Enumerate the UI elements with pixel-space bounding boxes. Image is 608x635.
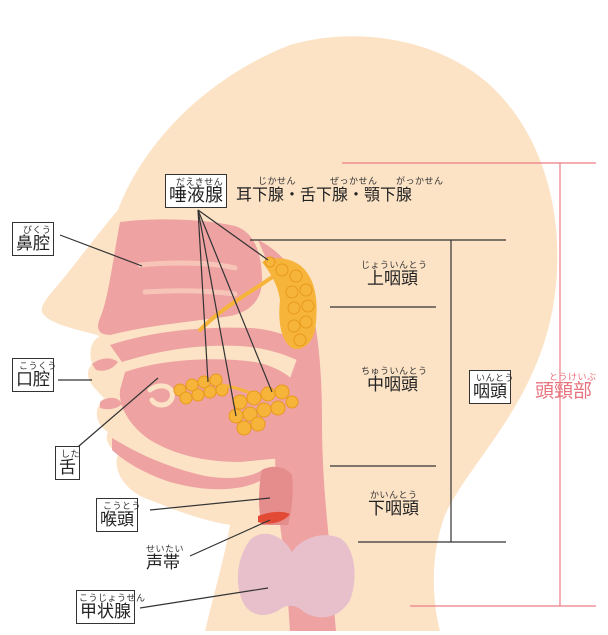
label-pharynx: いんとう 咽頭 <box>469 370 511 404</box>
label-hypopharynx: かいんとう 下咽頭 <box>366 488 419 519</box>
ruby-epipharynx: じょういんとう <box>361 258 428 271</box>
label-mesopharynx: ちゅういんとう 中咽頭 <box>361 364 418 395</box>
text-larynx: 喉頭 <box>100 510 134 530</box>
text-vocal: 声帯 <box>146 553 180 573</box>
text-mesopharynx: 中咽頭 <box>361 375 418 395</box>
text-oral: 口腔 <box>16 370 50 390</box>
ruby-parotid: じかせん <box>258 174 296 187</box>
label-thyroid: こうじょうせん 甲状腺 <box>76 590 135 624</box>
text-epipharynx: 上咽頭 <box>361 269 418 289</box>
ruby-vocal: せいたい <box>146 542 184 555</box>
ruby-mesopharynx: ちゅういんとう <box>361 364 428 377</box>
ruby-oral: こうくう <box>19 359 57 372</box>
text-tongue: 舌 <box>59 458 76 478</box>
label-oral-cavity: こうくう 口腔 <box>12 358 54 392</box>
text-nasal: 鼻腔 <box>16 234 50 254</box>
ruby-submandibular: がっかせん <box>396 174 444 187</box>
ruby-hypopharynx: かいんとう <box>370 488 418 501</box>
ruby-sublingual: ぜっかせん <box>330 174 378 187</box>
label-epipharynx: じょういんとう 上咽頭 <box>361 258 418 289</box>
ruby-saliva: だえきせん <box>176 175 223 188</box>
label-larynx: こうとう 喉頭 <box>96 498 138 532</box>
text-head-neck: 頭頸部 <box>535 380 592 402</box>
label-saliva-detail: じかせん ぜっかせん がっかせん 耳下腺・舌下腺・顎下腺 <box>236 174 412 205</box>
ruby-nasal: びくう <box>23 223 51 236</box>
label-nasal-cavity: びくう 鼻腔 <box>12 222 54 256</box>
label-saliva-gland: だえきせん 唾液腺 <box>165 174 227 208</box>
label-tongue: した 舌 <box>55 446 80 480</box>
text-saliva-detail: 耳下腺・舌下腺・顎下腺 <box>236 185 412 204</box>
text-thyroid: 甲状腺 <box>80 602 131 622</box>
text-pharynx: 咽頭 <box>473 382 507 402</box>
ruby-tongue: した <box>61 447 80 460</box>
text-hypopharynx: 下咽頭 <box>366 499 419 519</box>
label-vocal-cords: せいたい 声帯 <box>146 542 180 573</box>
label-head-neck: とうけいぶ 頭頸部 <box>535 370 592 401</box>
ruby-head-neck: とうけいぶ <box>549 370 597 383</box>
ruby-larynx: こうとう <box>103 499 141 512</box>
ruby-thyroid: こうじょうせん <box>79 591 146 604</box>
ruby-pharynx: いんとう <box>476 371 514 384</box>
text-saliva: 唾液腺 <box>169 185 223 206</box>
